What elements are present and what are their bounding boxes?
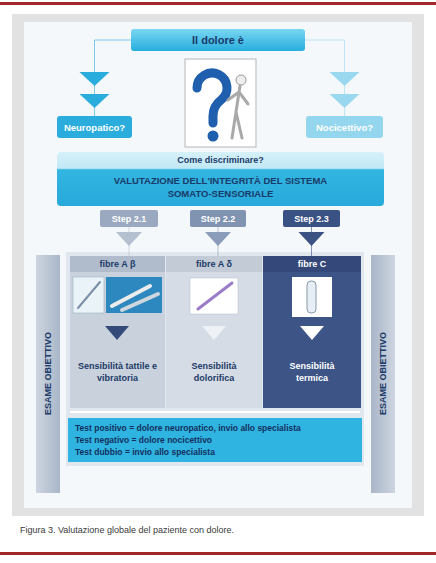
question-mark: [197, 73, 227, 123]
figure-frame: [12, 14, 424, 516]
node-text: Test negativo = dolore nocicettivo: [75, 434, 355, 446]
pin-icon: [198, 283, 232, 309]
flow-arrow: [116, 227, 142, 256]
node-heading: Il dolore è: [192, 34, 244, 46]
fiber-column: fibre A β Sensibilità tattile e vibratori…: [70, 256, 165, 408]
arrowhead: [80, 72, 110, 86]
side-bar: ESAME OBIETTIVO: [36, 255, 60, 493]
inner-arrowhead: [202, 326, 226, 340]
figure-body: [228, 86, 248, 138]
assessment-box: Come discriminare?VALUTAZIONE DELL'INTEG…: [57, 152, 384, 206]
separator-line: [70, 411, 360, 413]
node-text: VALUTAZIONE DELL'INTEGRITÀ DEL SISTEMA S…: [57, 169, 384, 200]
flow-arrow: [80, 40, 132, 116]
photo-frame: [190, 278, 238, 314]
tuning-tool-icon: [122, 294, 158, 310]
arrowhead: [299, 232, 325, 246]
inner-arrowhead: [105, 326, 129, 340]
node-heading: Come discriminare?: [57, 152, 384, 169]
node-heading: fibre A δ: [166, 256, 262, 272]
spacer: [104, 334, 130, 348]
flow-arrow: [205, 227, 231, 256]
step-tab: Step 2.1: [100, 210, 158, 227]
node-heading: Neuropatico?: [64, 122, 125, 133]
node-heading: Step 2.3: [294, 214, 329, 224]
arrowhead: [205, 232, 231, 246]
bottom-rule: [0, 552, 436, 555]
step-tab: Step 2.2: [190, 210, 246, 227]
connector-line: [129, 227, 130, 256]
top-rule: [0, 2, 436, 5]
arrowhead: [116, 232, 142, 246]
tactile-illustration: [73, 277, 162, 348]
fiber-column: fibre C Sensibilità termica: [263, 256, 361, 408]
node-text: Sensibilità dolorifica: [166, 360, 262, 384]
node-heading: fibre A β: [70, 256, 165, 272]
inner-arrowhead: [300, 326, 324, 340]
figure-head: [236, 75, 246, 85]
connector-layer: [80, 40, 360, 256]
option-box: Neuropatico?: [57, 116, 132, 138]
thermal-illustration: [292, 277, 332, 340]
node-text: Sensibilità termica: [263, 360, 361, 384]
tuning-tool-icon: [112, 286, 150, 306]
pain-illustration: [190, 278, 238, 340]
connector-line: [95, 40, 132, 116]
result-box: Test positivo = dolore neuropatico, invi…: [68, 418, 362, 462]
exam-panel: [66, 252, 364, 466]
node-text: Test dubbio = invio allo specialista: [75, 446, 355, 458]
figure-panel: [24, 22, 412, 508]
arrowhead: [80, 94, 110, 108]
option-box: Nocicettivo?: [306, 116, 383, 138]
flow-arrow: [305, 40, 360, 116]
photo-frame: [292, 277, 332, 317]
node-text: Sensibilità tattile e vibratoria: [70, 360, 165, 384]
pen-icon: [78, 282, 100, 308]
photo-frame: [106, 277, 162, 313]
fiber-column: fibre A δ Sensibilità dolorifica: [166, 256, 262, 408]
question-box: Il dolore è: [131, 29, 305, 51]
figure-caption: Figura 3. Valutazione globale del pazien…: [20, 525, 234, 535]
illustration-frame: [185, 59, 256, 147]
question-dot: [208, 131, 219, 142]
node-heading: ESAME OBIETTIVO: [378, 332, 388, 415]
arrowhead: [330, 94, 360, 108]
photo-frame: [73, 277, 104, 313]
node-heading: Nocicettivo?: [316, 122, 373, 133]
side-bar: ESAME OBIETTIVO: [371, 255, 395, 493]
node-heading: Step 2.2: [201, 214, 236, 224]
node-heading: ESAME OBIETTIVO: [43, 332, 53, 415]
question-illustration: [185, 59, 256, 147]
connector-line: [305, 40, 345, 116]
arrowhead: [330, 72, 360, 86]
test-tube-icon: [307, 281, 316, 313]
node-heading: fibre C: [263, 256, 361, 272]
step-tab: Step 2.3: [283, 210, 340, 227]
connector-line: [218, 227, 219, 256]
connector-line: [311, 227, 312, 256]
node-heading: Step 2.1: [112, 214, 147, 224]
flow-arrow: [299, 227, 325, 256]
node-heading: Test positivo = dolore neuropatico, invi…: [75, 422, 355, 434]
